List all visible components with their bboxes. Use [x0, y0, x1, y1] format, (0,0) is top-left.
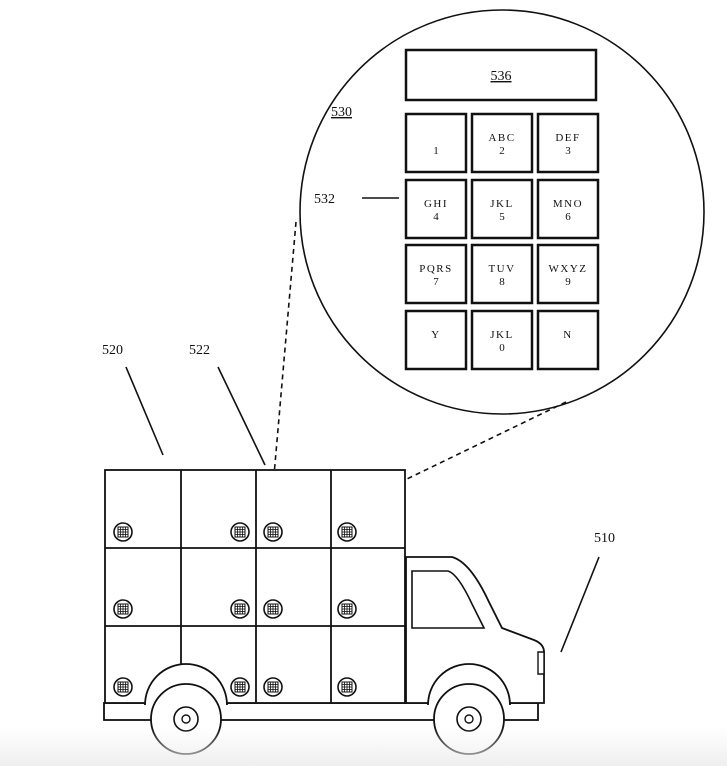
- keypad-key[interactable]: Y: [404, 309, 468, 371]
- keypad-key-digit: 1: [433, 145, 439, 157]
- truck-reference-label: 510: [594, 531, 615, 546]
- keypad-key-letters: PQRS: [419, 263, 453, 275]
- keypad-key-letters: JKL: [490, 329, 513, 341]
- rear-wheel: [150, 683, 222, 755]
- locker-reference-label: 522: [189, 343, 210, 358]
- truck-leader-line: [560, 556, 600, 653]
- locker-leader-line: [217, 366, 266, 466]
- keypad-reference-label: 530: [331, 105, 352, 120]
- locker-keypad-icon[interactable]: [230, 677, 250, 697]
- keypad-key-letters: N: [563, 329, 572, 341]
- keypad-key-letters: TUV: [488, 263, 515, 275]
- cab-window: [411, 570, 486, 629]
- locker-keypad-icon[interactable]: [263, 522, 283, 542]
- locker-keypad-icon[interactable]: [113, 522, 133, 542]
- cab-grille: [537, 651, 545, 675]
- keypad-key-digit: 3: [565, 145, 571, 157]
- locker-box: [104, 469, 406, 704]
- locker-keypad-icon[interactable]: [337, 599, 357, 619]
- keypad-key-digit: 9: [565, 276, 571, 288]
- keypad-key-letters: GHI: [424, 198, 448, 210]
- keypad-key-frame: [404, 309, 468, 371]
- keypad-display: [404, 48, 598, 102]
- keypad-key-frame: [470, 309, 534, 371]
- locker-keypad-icon[interactable]: [113, 599, 133, 619]
- keypad-key-letters: Y: [431, 329, 440, 341]
- keypad-key-frame: [470, 112, 534, 174]
- keypad-key[interactable]: N: [536, 309, 600, 371]
- locker-grid: [105, 470, 405, 703]
- locker-keypad-icon[interactable]: [263, 677, 283, 697]
- keypad-key-frame: [470, 178, 534, 240]
- lockers-leader-line: [125, 366, 164, 456]
- keypad-key-letters: DEF: [555, 132, 580, 144]
- locker-keypad-icon[interactable]: [263, 599, 283, 619]
- keypad-key-frame: [404, 178, 468, 240]
- keypad-key-frame: [536, 309, 600, 371]
- display-reference-label: 536: [491, 69, 512, 84]
- keypad-key-digit: 7: [433, 276, 439, 288]
- keypad-key-letters: JKL: [490, 198, 513, 210]
- keypad-key-digit: 5: [499, 211, 505, 223]
- keypad-key[interactable]: 1: [404, 112, 468, 174]
- locker-keypad-icon[interactable]: [337, 677, 357, 697]
- locker-keypad-icon[interactable]: [113, 677, 133, 697]
- locker-keypads: [113, 522, 357, 697]
- keypad-key-frame: [536, 243, 600, 305]
- locker-keypad-icon[interactable]: [230, 599, 250, 619]
- keypad-key-letters: WXYZ: [549, 263, 588, 275]
- keypad-key-digit: 6: [565, 211, 571, 223]
- locker-keypad-icon[interactable]: [230, 522, 250, 542]
- keypad-key-digit: 0: [499, 342, 505, 354]
- keypad-key-digit: 8: [499, 276, 505, 288]
- keypad-key-digit: 4: [433, 211, 439, 223]
- delivery-truck: [103, 469, 545, 755]
- zoom-line-left: [268, 221, 297, 534]
- keypad-key-frame: [536, 178, 600, 240]
- keypad-key-frame: [536, 112, 600, 174]
- keypad-key-letters: ABC: [488, 132, 515, 144]
- keypad-key-frame: [404, 112, 468, 174]
- lockers-reference-label: 520: [102, 343, 123, 358]
- keypad-key-digit: 2: [499, 145, 505, 157]
- front-wheel: [433, 683, 505, 755]
- keypad-key-frame: [470, 243, 534, 305]
- locker-keypad-icon[interactable]: [337, 522, 357, 542]
- keys-reference-label: 532: [314, 192, 335, 207]
- keypad-key-frame: [404, 243, 468, 305]
- keypad-key-letters: MNO: [553, 198, 583, 210]
